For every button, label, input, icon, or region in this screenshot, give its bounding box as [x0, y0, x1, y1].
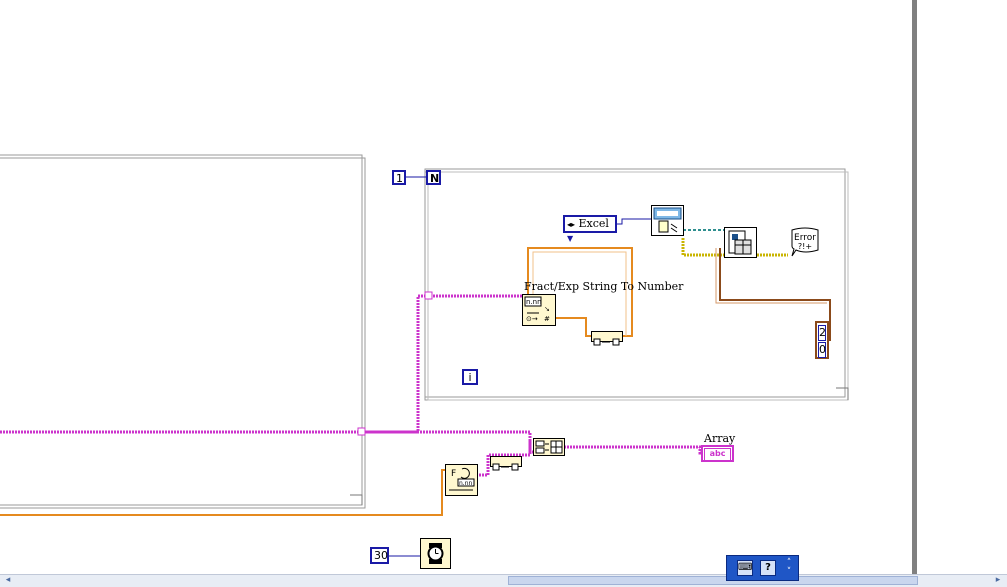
append-table-node[interactable] [724, 227, 757, 258]
horizontal-scrollbar[interactable]: ◂ ▸ [0, 574, 1007, 587]
right-pane [917, 0, 1007, 574]
to-double-node[interactable] [591, 331, 623, 346]
conversion-icon [492, 463, 519, 471]
report-icon [653, 207, 682, 233]
for-loop-frame[interactable] [424, 168, 849, 401]
build-array-icon [535, 440, 563, 454]
help-icon[interactable]: ? [760, 560, 776, 576]
array-indicator-element: abc [704, 448, 731, 461]
fract-exp-icon: n.nn ⊙→ # ↘ [524, 296, 550, 323]
scroll-right-button[interactable]: ▸ [995, 575, 1001, 585]
table-icon [728, 230, 752, 255]
menu-icon[interactable]: ˄˅ [786, 558, 792, 577]
array-index-top: 2 [818, 325, 826, 341]
fract-exp-output-glyph: ⊙→ [526, 315, 538, 323]
array-label: Array [704, 432, 736, 445]
new-report-node[interactable] [651, 205, 684, 236]
iteration-terminal: i [462, 369, 478, 385]
conversion-icon [593, 338, 620, 346]
loop-count-constant[interactable]: 1 [392, 170, 406, 185]
string-wire [0, 294, 706, 477]
build-array-node[interactable] [533, 438, 565, 456]
frame-tunnel[interactable] [357, 427, 366, 436]
excel-enum-constant[interactable]: ◂▸ Excel ▼ [563, 215, 617, 243]
format-icon-text: n.nn [459, 480, 473, 487]
enum-dropdown-icon[interactable]: ▼ [567, 234, 574, 243]
fract-exp-icon-text: n.nn [526, 298, 542, 306]
left-structure-frame [0, 154, 366, 509]
fract-exp-arrow-glyph: ↘ [544, 305, 550, 313]
format-icon-letter: F [451, 469, 456, 479]
error-wire [681, 238, 790, 257]
keyboard-icon[interactable]: ⌨ [737, 560, 753, 576]
loop-count-terminal: N [426, 170, 441, 185]
error-handler-label: Error [794, 233, 816, 243]
format-icon: F n.nn [449, 467, 475, 491]
array-index-bottom: 0 [818, 342, 826, 358]
wait-node[interactable] [420, 538, 451, 569]
format-value-node[interactable]: F n.nn [445, 464, 478, 496]
window-divider [912, 0, 917, 574]
scroll-thumb[interactable] [508, 576, 918, 585]
error-handler-icon: Error ?!+ [791, 227, 819, 257]
cluster-wire [719, 248, 831, 341]
loop-input-tunnel[interactable] [424, 291, 433, 300]
array-indicator[interactable]: abc [701, 445, 734, 462]
tool-palette[interactable]: ⌨ ? ˄˅ [726, 555, 799, 581]
wait-icon [427, 543, 444, 564]
error-handler-node[interactable]: Error ?!+ [788, 226, 822, 260]
fract-exp-number-glyph: # [544, 315, 550, 323]
fract-exp-label: Fract/Exp String To Number [524, 280, 684, 293]
wait-ms-constant[interactable]: 30 [370, 547, 389, 564]
excel-enum-value: Excel [578, 217, 609, 230]
fract-exp-string-to-number[interactable]: n.nn ⊙→ # ↘ [522, 294, 556, 326]
error-handler-symbols: ?!+ [798, 242, 812, 251]
enum-increment-icon: ◂▸ [567, 220, 576, 229]
array-index-display[interactable]: 2 0 [815, 321, 829, 359]
to-string-node[interactable] [490, 456, 522, 471]
scroll-left-button[interactable]: ◂ [5, 575, 11, 585]
